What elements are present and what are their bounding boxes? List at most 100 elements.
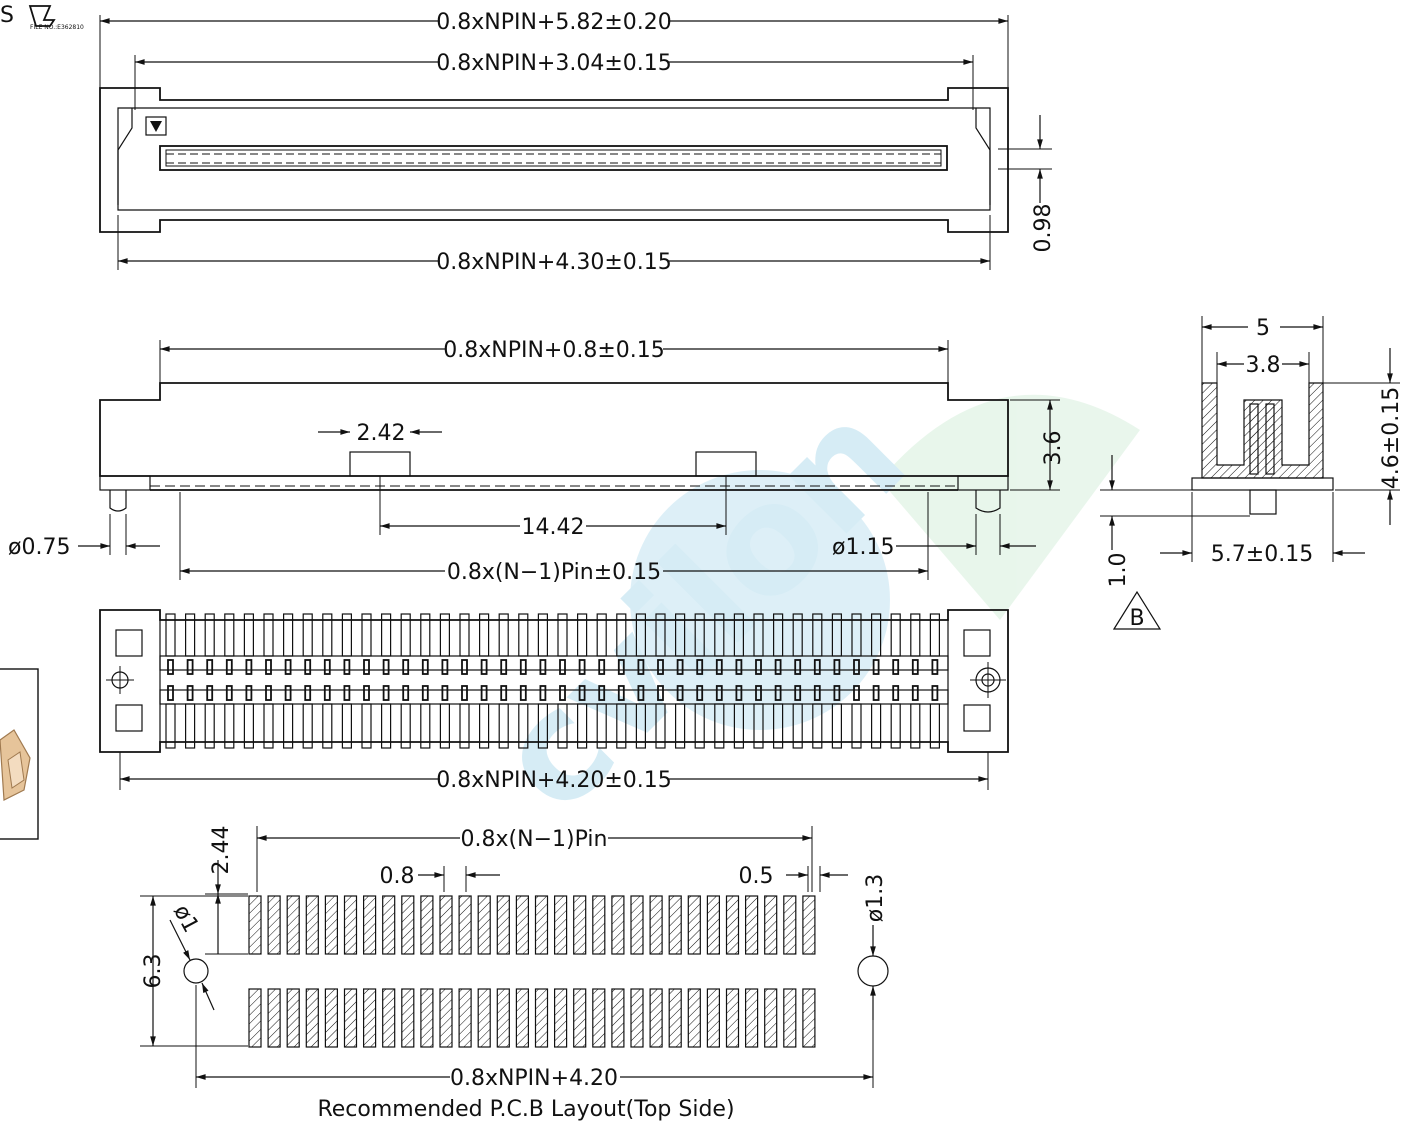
ul-certification-logo: S FILE NO.:E362810 bbox=[0, 3, 84, 31]
contact-tail-bottom bbox=[715, 685, 723, 701]
contact-tail-top bbox=[539, 659, 547, 675]
contact-bottom bbox=[635, 703, 647, 749]
contact-bottom bbox=[694, 703, 705, 749]
contact-top bbox=[576, 613, 588, 657]
dim-post-pitch: 14.42 bbox=[522, 515, 585, 540]
contact-top bbox=[400, 613, 411, 657]
contact-tail-top bbox=[735, 659, 743, 675]
pcb-pad-bottom bbox=[458, 988, 472, 1048]
contact-tail-top bbox=[284, 659, 292, 675]
contact-tail-top bbox=[304, 659, 312, 675]
contact-top bbox=[929, 613, 941, 657]
contact-top bbox=[498, 613, 509, 657]
contact-top bbox=[557, 613, 568, 657]
contact-tail-top bbox=[657, 659, 664, 675]
contact-tail-bottom bbox=[617, 685, 625, 701]
contact-bottom bbox=[165, 703, 176, 749]
side-view: 0.8xNPIN+0.8±0.15 3.6 2.42 14.42 ø0.75 ø… bbox=[8, 338, 1066, 585]
pcb-pad-top bbox=[592, 895, 606, 955]
contact-top bbox=[518, 613, 529, 657]
contact-top bbox=[890, 613, 901, 657]
contact-top bbox=[302, 613, 313, 657]
contact-bottom bbox=[557, 703, 568, 749]
contact-tail-bottom bbox=[519, 685, 527, 701]
contact-top bbox=[616, 613, 627, 657]
contact-top bbox=[694, 613, 705, 657]
contact-tail-bottom bbox=[304, 685, 312, 701]
pcb-pad-bottom bbox=[477, 988, 491, 1048]
pcb-pad-top bbox=[687, 895, 701, 955]
contact-bottom bbox=[714, 703, 725, 749]
contact-tail-bottom bbox=[755, 685, 762, 701]
pcb-pad-top bbox=[267, 895, 281, 955]
pcb-pad-top bbox=[649, 895, 663, 955]
contact-top bbox=[851, 613, 862, 657]
pcb-pad-bottom bbox=[630, 988, 644, 1048]
contact-tail-top bbox=[676, 659, 684, 675]
pcb-pad-bottom bbox=[248, 988, 262, 1048]
contact-bottom bbox=[890, 703, 901, 749]
contact-tail-top bbox=[265, 659, 272, 675]
contact-tail-bottom bbox=[578, 685, 586, 701]
pcb-pad-bottom bbox=[592, 988, 606, 1048]
contact-tail-top bbox=[911, 659, 919, 675]
dim-row-span: 6.3 bbox=[141, 954, 166, 989]
contact-bottom bbox=[185, 703, 196, 749]
contact-top bbox=[812, 613, 823, 657]
contact-tail-bottom bbox=[774, 685, 782, 701]
pcb-pad-bottom bbox=[706, 988, 721, 1048]
contact-top bbox=[439, 613, 450, 657]
contact-top bbox=[283, 613, 294, 657]
contact-top bbox=[714, 613, 725, 657]
contact-tail-bottom bbox=[833, 685, 841, 701]
contact-tail-top bbox=[637, 659, 645, 675]
contact-tail-top bbox=[715, 659, 723, 675]
pcb-pad-top bbox=[668, 895, 682, 955]
contact-tail-top bbox=[617, 659, 625, 675]
dim-peg-small: ø0.75 bbox=[8, 535, 70, 560]
pcb-pad-top bbox=[324, 895, 338, 955]
dim-overall-length: 0.8xNPIN+5.82±0.20 bbox=[436, 10, 672, 35]
pcb-pad-bottom bbox=[573, 988, 587, 1048]
contact-bottom bbox=[204, 703, 215, 749]
contact-tail-top bbox=[794, 659, 802, 675]
contact-tail-bottom bbox=[421, 685, 429, 701]
contact-tail-top bbox=[500, 659, 508, 675]
dim-pad-width: 0.5 bbox=[739, 864, 774, 889]
contact-bottom bbox=[655, 703, 666, 749]
contact-tail-bottom bbox=[284, 685, 292, 701]
pcb-pad-bottom bbox=[363, 988, 377, 1048]
pcb-pad-bottom bbox=[534, 988, 549, 1048]
contact-tail-top bbox=[598, 659, 606, 675]
pcb-pad-bottom bbox=[267, 988, 281, 1048]
pcb-layout-caption: Recommended P.C.B Layout(Top Side) bbox=[317, 1097, 734, 1122]
contact-tail-bottom bbox=[872, 685, 880, 701]
contact-bottom bbox=[420, 703, 431, 749]
contact-tail-top bbox=[755, 659, 762, 675]
pcb-pad-bottom bbox=[382, 988, 396, 1048]
pcb-pad-bottom bbox=[802, 988, 816, 1048]
contact-bottom bbox=[596, 703, 607, 749]
contact-top bbox=[910, 613, 921, 657]
datum-label: B bbox=[1129, 606, 1144, 631]
contact-tail-bottom bbox=[500, 685, 508, 701]
contact-tail-bottom bbox=[676, 685, 684, 701]
contact-tail-top bbox=[441, 659, 449, 675]
contact-bottom bbox=[498, 703, 509, 749]
pcb-pad-top bbox=[725, 895, 740, 955]
contact-top bbox=[204, 613, 215, 657]
contact-top bbox=[831, 613, 843, 657]
contact-bottom bbox=[929, 703, 941, 749]
pcb-pad-top bbox=[401, 895, 415, 955]
contact-top bbox=[870, 613, 882, 657]
contact-bottom bbox=[283, 703, 294, 749]
contact-tail-bottom bbox=[559, 685, 566, 701]
contact-tail-bottom bbox=[225, 685, 233, 701]
pcb-pad-top bbox=[611, 895, 625, 955]
pcb-pad-top bbox=[382, 895, 396, 955]
contact-top bbox=[733, 613, 745, 657]
pcb-pad-top bbox=[573, 895, 587, 955]
contact-bottom bbox=[851, 703, 862, 749]
contact-tail-top bbox=[343, 659, 351, 675]
contact-top bbox=[792, 613, 803, 657]
